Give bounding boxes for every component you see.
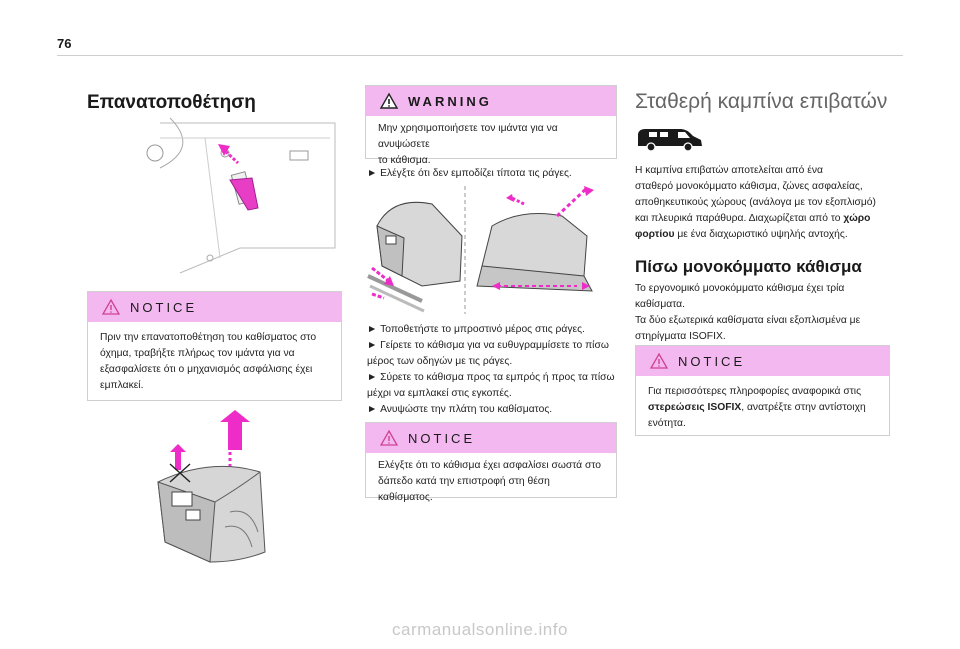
- step-item: ► Σύρετε το κάθισμα προς τα εμπρός ή προ…: [367, 370, 615, 386]
- intro-text: με ένα διαχωριστικό υψηλής αντοχής.: [674, 229, 848, 240]
- warning-box: WARNING Μην χρησιμοποιήσετε τον ιμάντα γ…: [365, 85, 617, 166]
- step-text: Τοποθετήστε το μπροστινό μέρος στις ράγε…: [380, 324, 585, 335]
- van-icon: [638, 129, 702, 152]
- notice-text: Ελέγξτε ότι το κάθισμα έχει ασφαλίσει σω…: [366, 453, 616, 514]
- notice-line: Ελέγξτε ότι το κάθισμα έχει ασφαλίσει σω…: [378, 460, 601, 471]
- step-item: μέρος των οδηγών με τις ράγες.: [367, 354, 615, 370]
- notice-line: Για περισσότερες πληροφορίες αναφορικά σ…: [648, 386, 862, 397]
- intro-line: και πλευρικά παράθυρα. Διαχωρίζεται από …: [635, 211, 876, 227]
- notice-text: Πριν την επανατοποθέτηση του καθίσματος …: [88, 322, 341, 402]
- notice-label: NOTICE: [130, 299, 198, 315]
- warning-header: WARNING: [366, 86, 616, 116]
- notice-line: ενότητα.: [648, 418, 686, 429]
- step-text: Ελέγξτε ότι δεν εμποδίζει τίποτα τις ράγ…: [380, 168, 572, 179]
- warning-text: Μην χρησιμοποιήσετε τον ιμάντα για να αν…: [366, 116, 616, 177]
- notice-line: δάπεδο κατά την επιστροφή στη θέση καθίσ…: [378, 476, 550, 503]
- bullet-arrow-icon: ►: [367, 324, 378, 335]
- warning-triangle-icon: [379, 429, 399, 446]
- step-text: Γείρετε το κάθισμα για να ευθυγραμμίσετε…: [380, 340, 609, 351]
- load-space-emphasis: φορτίου: [635, 229, 675, 240]
- intro-line: Η καμπίνα επιβατών αποτελείται από ένα: [635, 165, 823, 176]
- isofix-link-text: στερεώσεις ISOFIX: [648, 402, 742, 413]
- notice-header: NOTICE: [636, 346, 889, 376]
- body-line: Το εργονομικό μονοκόμματο κάθισμα έχει τ…: [635, 283, 845, 294]
- notice-line: όχημα, τραβήξτε πλήρως τον ιμάντα για να: [100, 348, 295, 359]
- section-title-repositioning: Επανατοποθέτηση: [87, 92, 256, 113]
- intro-line: αποθηκευτικούς χώρους (ανάλογα με τον εξ…: [635, 197, 876, 208]
- notice-line: εμπλακεί.: [100, 380, 144, 391]
- subsection-title-rear-bench: Πίσω μονοκόμματο κάθισμα: [635, 257, 862, 276]
- warning-label: WARNING: [408, 93, 492, 109]
- notice-text-rest: , ανατρέξτε στην αντίστοιχη: [741, 402, 866, 413]
- intro-line: σταθερό μονοκόμματο κάθισμα, ζώνες ασφαλ…: [635, 181, 863, 192]
- section-title-fixed-cabin: Σταθερή καμπίνα επιβατών: [635, 90, 888, 113]
- warning-triangle-icon: [101, 298, 121, 315]
- bullet-arrow-icon: ►: [367, 340, 378, 351]
- warning-triangle-icon: [379, 92, 399, 109]
- load-space-emphasis: χώρο: [843, 213, 871, 224]
- step-text: μέχρι να εμπλακεί στις εγκοπές.: [367, 388, 512, 399]
- header-rule: [57, 55, 903, 56]
- notice-box-col1: NOTICE Πριν την επανατοποθέτηση του καθί…: [87, 291, 342, 401]
- notice-header: NOTICE: [366, 423, 616, 453]
- page-number: 76: [57, 36, 72, 51]
- notice-line: Πριν την επανατοποθέτηση του καθίσματος …: [100, 332, 317, 343]
- check-rails-step: ► Ελέγξτε ότι δεν εμποδίζει τίποτα τις ρ…: [367, 166, 572, 182]
- watermark: carmanualsonline.info: [392, 620, 568, 639]
- warning-line: Μην χρησιμοποιήσετε τον ιμάντα για να αν…: [378, 123, 558, 150]
- steps-list: ► Τοποθετήστε το μπροστινό μέρος στις ρά…: [367, 322, 615, 418]
- step-text: μέρος των οδηγών με τις ράγες.: [367, 356, 513, 367]
- seat-lift-illustration: [157, 410, 266, 563]
- notice-text: Για περισσότερες πληροφορίες αναφορικά σ…: [636, 376, 889, 440]
- body-line: Τα δύο εξωτερικά καθίσματα είναι εξοπλισ…: [635, 315, 861, 326]
- bullet-arrow-icon: ►: [367, 372, 378, 383]
- rear-bench-text: Το εργονομικό μονοκόμματο κάθισμα έχει τ…: [635, 281, 860, 345]
- step-text: Ανυψώστε την πλάτη του καθίσματος.: [380, 404, 553, 415]
- warning-triangle-icon: [649, 352, 669, 369]
- notice-label: NOTICE: [678, 353, 746, 369]
- step-item: ► Τοποθετήστε το μπροστινό μέρος στις ρά…: [367, 322, 615, 338]
- seat-base-illustration: [146, 117, 336, 274]
- seat-rail-illustration: [367, 186, 594, 314]
- notice-label: NOTICE: [408, 430, 476, 446]
- notice-line: στερεώσεις ISOFIX, ανατρέξτε στην αντίστ…: [648, 400, 877, 416]
- body-line: στηρίγματα ISOFIX.: [635, 331, 726, 342]
- notice-header: NOTICE: [88, 292, 341, 322]
- intro-text: και πλευρικά παράθυρα. Διαχωρίζεται από …: [635, 213, 841, 224]
- bullet-arrow-icon: ►: [367, 168, 378, 179]
- bullet-arrow-icon: ►: [367, 404, 378, 415]
- notice-box-col2: NOTICE Ελέγξτε ότι το κάθισμα έχει ασφαλ…: [365, 422, 617, 503]
- step-item: ► Γείρετε το κάθισμα για να ευθυγραμμίσε…: [367, 338, 615, 354]
- step-item: μέχρι να εμπλακεί στις εγκοπές.: [367, 386, 615, 402]
- step-text: Σύρετε το κάθισμα προς τα εμπρός ή προς …: [380, 372, 615, 383]
- step-item: ► Ανυψώστε την πλάτη του καθίσματος.: [367, 402, 615, 418]
- notice-box-col3: NOTICE Για περισσότερες πληροφορίες αναφ…: [635, 345, 890, 436]
- body-line: καθίσματα.: [635, 299, 685, 310]
- warning-line: το κάθισμα.: [378, 155, 431, 166]
- cabin-intro: Η καμπίνα επιβατών αποτελείται από ένα σ…: [635, 163, 876, 243]
- intro-line: φορτίου με ένα διαχωριστικό υψηλής αντοχ…: [635, 227, 876, 243]
- notice-line: εξασφαλίσετε ότι ο μηχανισμός ασφάλισης …: [100, 364, 313, 375]
